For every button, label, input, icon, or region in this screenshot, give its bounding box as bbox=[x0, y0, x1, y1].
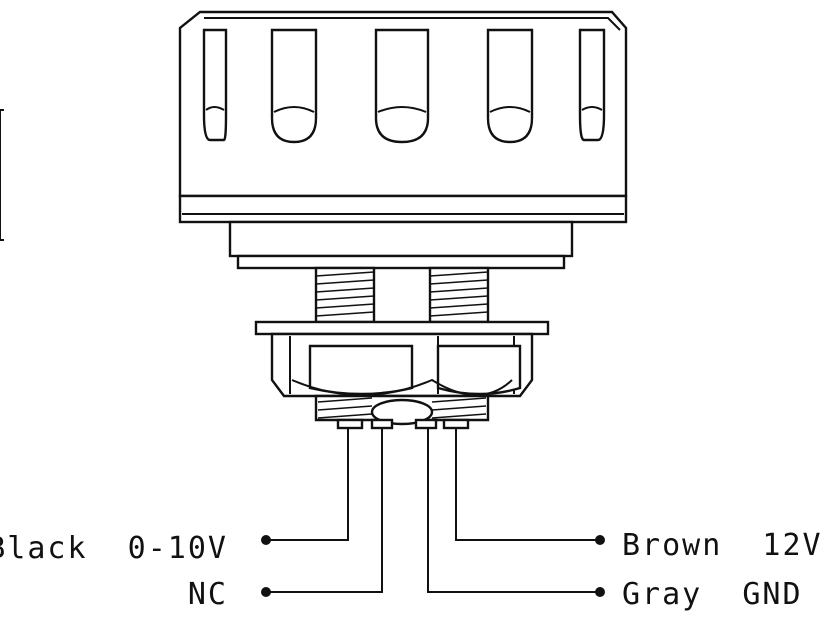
wire-end-dot bbox=[595, 587, 605, 597]
label-brown: Brown 12V bbox=[622, 528, 823, 563]
wire-end-dots bbox=[261, 535, 605, 597]
wire-end-dot bbox=[595, 535, 605, 545]
wire-brown bbox=[455, 428, 598, 541]
left-edge-fragment bbox=[0, 109, 4, 241]
wire-nc bbox=[268, 428, 383, 593]
wire-end-dot bbox=[261, 535, 271, 545]
wire-gray bbox=[427, 428, 598, 593]
label-gray: Gray GND bbox=[622, 577, 803, 612]
lower-threads bbox=[314, 394, 490, 426]
label-nc: NC bbox=[188, 577, 228, 612]
hex-nut-body bbox=[270, 332, 534, 398]
wire-leads bbox=[268, 428, 598, 593]
label-black: Black 0-10V bbox=[0, 531, 228, 566]
sensor-base-ring bbox=[228, 220, 574, 270]
threaded-studs bbox=[314, 266, 490, 324]
mounting-plate bbox=[254, 320, 550, 336]
wire-black bbox=[268, 428, 349, 541]
sensor-cap bbox=[178, 10, 628, 224]
wire-end-dot bbox=[261, 587, 271, 597]
cap-grip-ribs bbox=[202, 28, 606, 144]
